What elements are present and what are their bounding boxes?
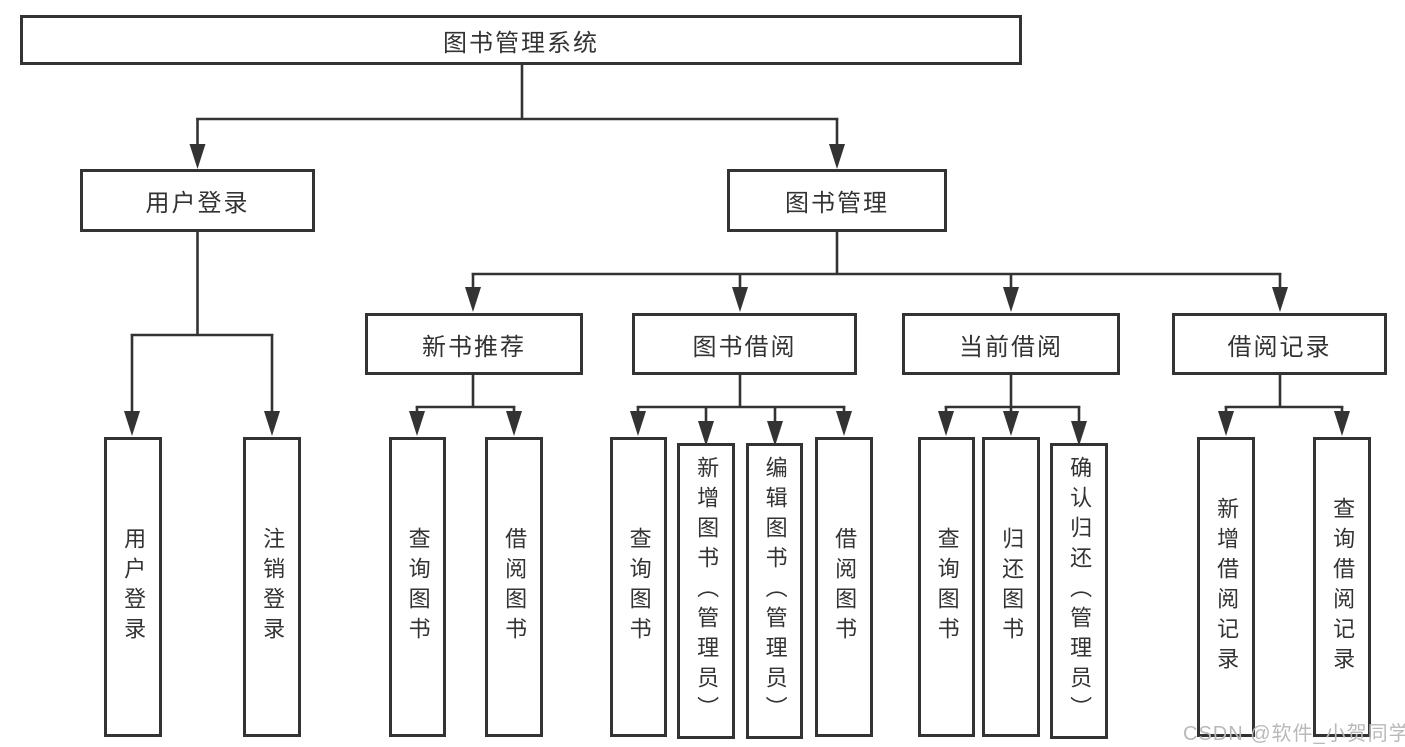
leaf-current-return-label: 归还图书 xyxy=(999,527,1025,647)
node-borrow-record: 借阅记录 xyxy=(1172,313,1387,375)
leaf-borrow-add-label: 新增图书（管理员） xyxy=(694,456,720,726)
leaf-borrow-edit-label: 编辑图书（管理员） xyxy=(762,456,788,726)
node-new-book-label: 新书推荐 xyxy=(422,333,526,361)
node-current-borrow-label: 当前借阅 xyxy=(959,333,1063,361)
leaf-current-confirm-label: 确认归还（管理员） xyxy=(1067,456,1093,726)
leaf-borrow-query-label: 查询图书 xyxy=(626,527,652,647)
leaf-current-confirm: 确认归还（管理员） xyxy=(1050,443,1108,739)
leaf-user-login-label: 用户登录 xyxy=(121,527,147,647)
leaf-current-query: 查询图书 xyxy=(918,437,975,737)
leaf-current-query-label: 查询图书 xyxy=(934,527,960,647)
watermark: CSDN @软件_小贺同学 xyxy=(1183,723,1405,745)
leaf-newbook-query-label: 查询图书 xyxy=(405,527,431,647)
node-user-login-label: 用户登录 xyxy=(145,190,250,217)
leaf-user-login: 用户登录 xyxy=(104,437,162,737)
node-book-borrow: 图书借阅 xyxy=(632,313,857,375)
leaf-borrow-add: 新增图书（管理员） xyxy=(677,443,735,739)
leaf-borrow-book: 借阅图书 xyxy=(815,437,873,737)
leaf-borrow-edit: 编辑图书（管理员） xyxy=(746,443,803,739)
node-book-management-label: 图书管理 xyxy=(785,190,889,217)
node-new-book: 新书推荐 xyxy=(365,313,583,375)
leaf-record-query: 查询借阅记录 xyxy=(1313,437,1371,737)
leaf-logout-label: 注销登录 xyxy=(260,527,286,647)
node-root: 图书管理系统 xyxy=(20,15,1022,65)
node-book-management: 图书管理 xyxy=(727,169,947,232)
leaf-borrow-query: 查询图书 xyxy=(610,437,667,737)
leaf-newbook-borrow: 借阅图书 xyxy=(485,437,543,737)
leaf-record-add: 新增借阅记录 xyxy=(1197,437,1255,737)
node-user-login: 用户登录 xyxy=(80,169,315,232)
node-borrow-record-label: 借阅记录 xyxy=(1227,333,1332,361)
node-current-borrow: 当前借阅 xyxy=(902,313,1120,375)
leaf-current-return: 归还图书 xyxy=(982,437,1040,737)
leaf-logout: 注销登录 xyxy=(243,437,301,737)
node-root-label: 图书管理系统 xyxy=(443,29,599,57)
leaf-newbook-borrow-label: 借阅图书 xyxy=(502,527,528,647)
leaf-borrow-book-label: 借阅图书 xyxy=(832,527,858,647)
leaf-record-add-label: 新增借阅记录 xyxy=(1214,497,1240,677)
node-book-borrow-label: 图书借阅 xyxy=(692,333,797,361)
leaf-record-query-label: 查询借阅记录 xyxy=(1330,497,1356,677)
leaf-newbook-query: 查询图书 xyxy=(389,437,446,737)
